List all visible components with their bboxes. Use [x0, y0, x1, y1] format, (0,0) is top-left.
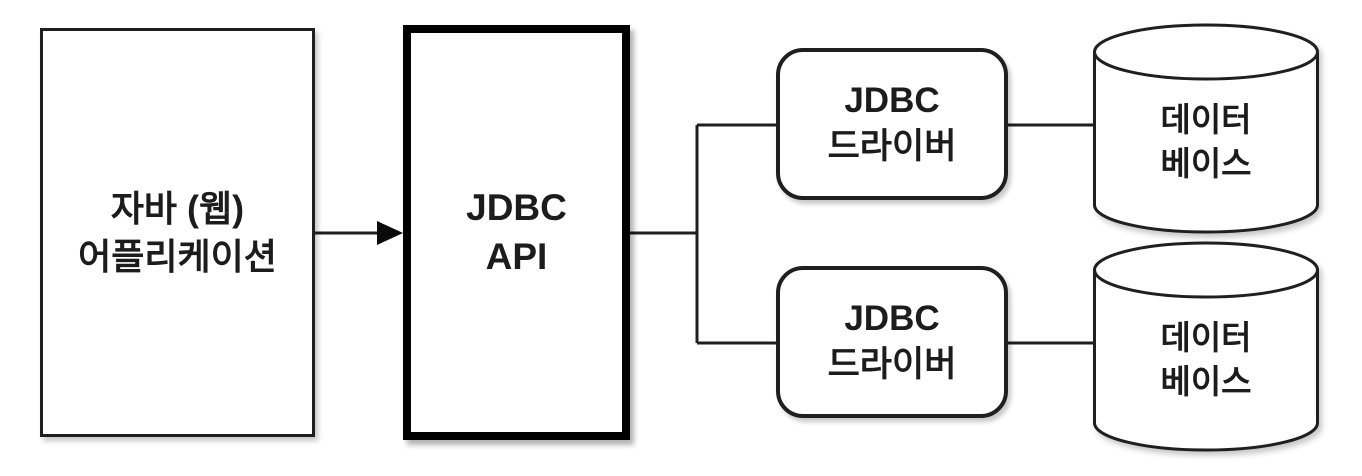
- jdbc-driver-top-node: JDBC 드라이버: [776, 48, 1008, 200]
- database-top-node: 데이터 베이스: [1092, 22, 1320, 236]
- database-top-label: 데이터 베이스: [1160, 101, 1252, 182]
- jdbc-driver-bottom-label: JDBC 드라이버: [827, 298, 957, 384]
- arrowhead-icon: [377, 221, 403, 245]
- database-cylinder-icon: [1093, 23, 1319, 234]
- database-cylinder-icon: [1093, 241, 1319, 452]
- jdbc-api-label: JDBC API: [466, 186, 567, 277]
- database-bottom-node: 데이터 베이스: [1092, 240, 1320, 454]
- application-node: 자바 (웹) 어플리케이션: [40, 28, 315, 437]
- jdbc-driver-bottom-node: JDBC 드라이버: [776, 266, 1008, 418]
- application-label: 자바 (웹) 어플리케이션: [78, 187, 277, 277]
- jdbc-api-node: JDBC API: [403, 25, 630, 440]
- database-bottom-label: 데이터 베이스: [1160, 319, 1252, 400]
- jdbc-driver-top-label: JDBC 드라이버: [827, 80, 957, 166]
